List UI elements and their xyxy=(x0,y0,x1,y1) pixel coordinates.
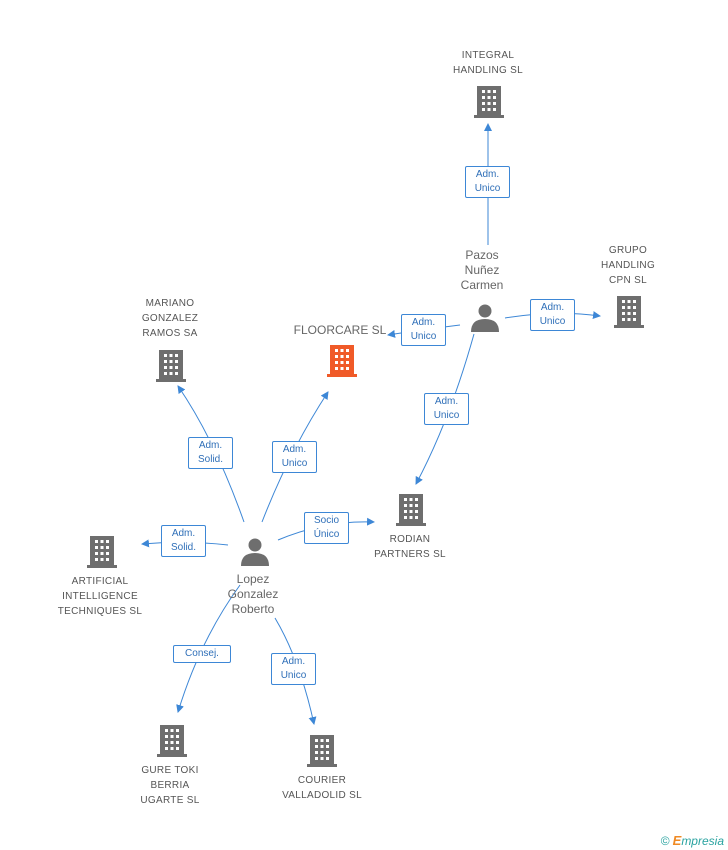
edge-label-lopez-floorcare: Adm. Unico xyxy=(272,441,317,473)
copyright-icon: © xyxy=(660,834,670,848)
edge-label-pazos-floorcare: Adm. Unico xyxy=(401,314,446,346)
node-label-courier[interactable]: COURIER VALLADOLID SL xyxy=(282,775,362,801)
edge-label-lopez-gure: Consej. xyxy=(173,645,231,663)
building-windows xyxy=(95,90,636,760)
person-icon xyxy=(241,538,269,566)
node-label-gure-toki[interactable]: GURE TOKI BERRIA UGARTE SL xyxy=(140,765,200,806)
node-label-floorcare[interactable]: FLOORCARE SL xyxy=(293,323,387,337)
node-label-integral-handling[interactable]: INTEGRAL HANDLING SL xyxy=(453,50,523,76)
edge-label-pazos-rodian: Adm. Unico xyxy=(424,393,469,425)
edge-lopez-gure xyxy=(176,584,241,713)
building-icon xyxy=(87,536,117,568)
edge-label-pazos-grupo: Adm. Unico xyxy=(530,299,575,331)
person-icon xyxy=(471,304,499,332)
edge-label-lopez-artificial: Adm. Solid. xyxy=(161,525,206,557)
node-label-grupo-handling[interactable]: GRUPO HANDLING CPN SL xyxy=(600,245,656,286)
empresia-watermark: ©Empresia xyxy=(661,833,724,848)
node-label-artificial[interactable]: ARTIFICIAL INTELLIGENCE TECHNIQUES SL xyxy=(57,576,143,617)
node-label-mariano[interactable]: MARIANO GONZALEZ RAMOS SA xyxy=(141,298,199,339)
node-label-pazos[interactable]: Pazos Nuñez Carmen xyxy=(460,248,504,292)
node-label-rodian[interactable]: RODIAN PARTNERS SL xyxy=(374,534,446,560)
edge-label-lopez-mariano: Adm. Solid. xyxy=(188,437,233,469)
edge-label-pazos-integral: Adm. Unico xyxy=(465,166,510,198)
edge-label-lopez-courier: Adm. Unico xyxy=(271,653,316,685)
brand-initial: E xyxy=(672,833,682,848)
edge-label-lopez-rodian: Socio Único xyxy=(304,512,349,544)
brand-rest: mpresia xyxy=(681,834,724,848)
node-label-lopez[interactable]: Lopez Gonzalez Roberto xyxy=(227,572,279,616)
